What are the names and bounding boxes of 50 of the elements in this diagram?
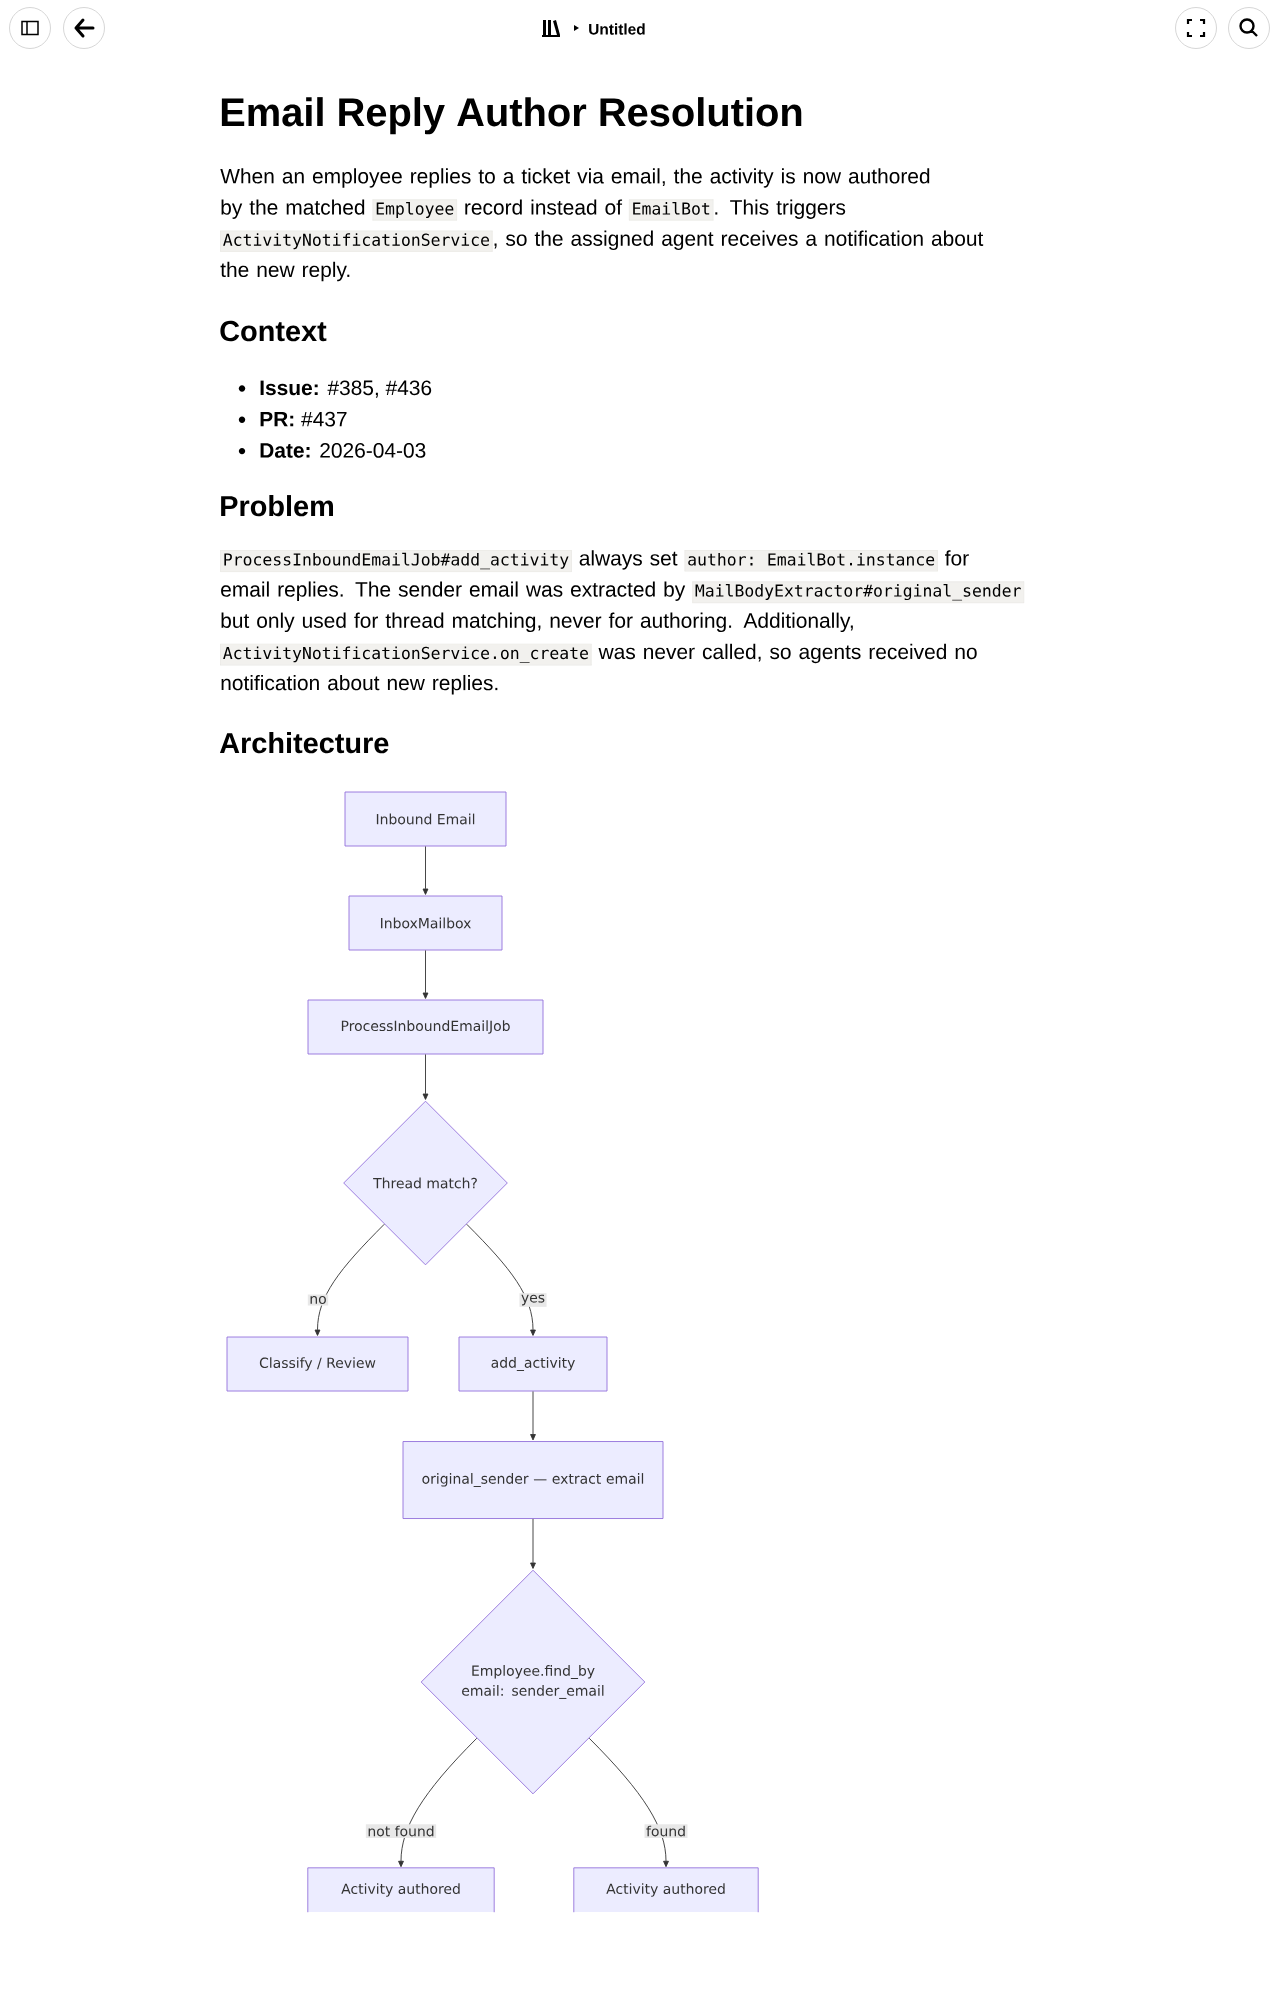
- label: author: EmailBot.instance: [688, 552, 935, 566]
- label: Employee: [376, 201, 454, 218]
- process-box: Activity authored: [307, 1867, 495, 1913]
- label: MailBodyExtractor#original_sender: [695, 583, 1021, 601]
- process-box: InboxMailbox: [348, 895, 503, 951]
- page-name: Untitled: [589, 23, 645, 35]
- label: record instead of: [465, 199, 623, 215]
- list-item: Issue: #385, #436: [260, 380, 432, 398]
- process-box: ProcessInboundEmailJob: [307, 999, 544, 1055]
- label: ActivityNotificationService.on_create: [223, 646, 588, 663]
- label: ActivityNotificationService: [223, 233, 490, 250]
- arrow: [314, 1223, 385, 1336]
- edge-label: no: [307, 1294, 329, 1306]
- arrow: [422, 846, 429, 895]
- arrow: [466, 1223, 536, 1336]
- label: the new reply.: [220, 261, 350, 282]
- arrow: [530, 1518, 536, 1569]
- label: ProcessInboundEmailJob#add_activity: [224, 552, 569, 570]
- arrow: [588, 1737, 669, 1868]
- process-box: Inbound Email: [344, 791, 507, 847]
- label: for: [945, 550, 969, 566]
- label: . This triggers: [715, 199, 846, 219]
- paragraph: ProcessInboundEmailJob#add_activity always set author: EmailBot.instance for email replies. The sender email was extracted by MailBodyExtractor#original_sender but only used for thread matching, never for authoring. Additionally, ActivityNotificationService.on_create was never called, so agents received no notification about new replies.: [219, 550, 1025, 695]
- label: but only used for thread matching, never for authoring. Additionally,: [221, 612, 853, 633]
- label: email replies. The sender email was extracted by: [221, 581, 686, 601]
- paragraph: When an employee replies to a ticket via email, the activity is now authored by the matched Employee record instead of EmailBot . This triggers ActivityNotificationService , so the assigned agent receives a notification about the new reply.: [219, 168, 984, 282]
- label: by the matched: [221, 199, 365, 219]
- edge-label: yes: [519, 1293, 547, 1307]
- process-box: Activity authored: [573, 1867, 759, 1913]
- arrow: [422, 1054, 429, 1100]
- section-heading: Problem: [221, 495, 333, 517]
- edge-label: found: [644, 1824, 688, 1838]
- list-item: Date: 2026-04-03: [260, 443, 426, 458]
- process-box: original_sender — extract email: [402, 1441, 664, 1519]
- arrow: [398, 1737, 478, 1868]
- process-box: add_activity: [458, 1336, 608, 1392]
- label: , so the assigned agent receives a notification about: [494, 230, 984, 251]
- process-box: Classify / Review: [226, 1336, 409, 1392]
- label: always set: [579, 550, 678, 570]
- label: When an employee replies to a ticket via email, the activity is now authored: [220, 168, 930, 188]
- label: EmailBot: [633, 201, 710, 215]
- list-item: PR: #437: [260, 411, 347, 427]
- arrow: [422, 950, 429, 999]
- edge-label: not found: [365, 1824, 437, 1838]
- page-title: Email Reply Author Resolution: [221, 97, 802, 135]
- arrow: [530, 1391, 536, 1441]
- section-heading: Architecture: [219, 732, 389, 754]
- label: was never called, so agents received no: [598, 643, 977, 664]
- section-heading: Context: [220, 320, 327, 342]
- label: notification about new replies.: [221, 674, 498, 695]
